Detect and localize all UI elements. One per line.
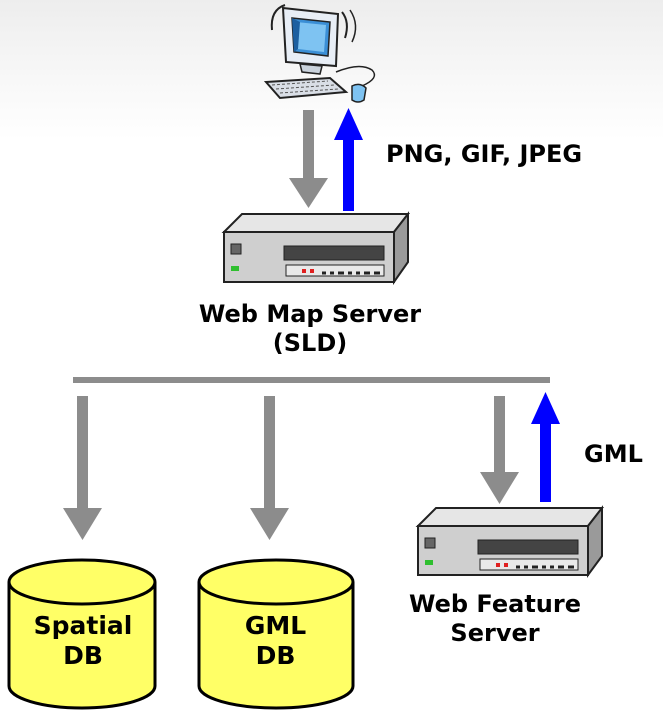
response-arrow-wfs-to-wms	[531, 392, 560, 502]
web-map-server-name: Web Map Server	[198, 300, 422, 328]
web-feature-server-label: Web Feature Server	[360, 590, 630, 648]
spatial-db-label-line2: DB	[63, 641, 103, 670]
gml-db-label-line2: DB	[255, 641, 296, 670]
spatial-db-label: Spatial DB	[14, 611, 152, 671]
request-arrow-to-wfs	[480, 396, 519, 504]
gml-db-label: GML DB	[198, 611, 353, 671]
image-formats-label: PNG, GIF, JPEG	[386, 140, 583, 168]
bus-line	[73, 377, 550, 383]
request-arrow-client-to-wms	[289, 110, 328, 208]
web-map-server-subtitle: (SLD)	[272, 328, 348, 357]
response-arrow-wms-to-client	[334, 108, 363, 211]
web-feature-server-name-line1: Web Feature	[409, 590, 581, 618]
web-feature-server-icon	[415, 505, 605, 579]
web-feature-server-name-line2: Server	[450, 618, 540, 647]
web-map-server-icon	[221, 211, 411, 286]
web-map-server-label: Web Map Server (SLD)	[140, 300, 480, 358]
request-arrow-to-spatial-db	[63, 396, 102, 540]
gml-db-label-line1: GML	[244, 611, 307, 640]
request-arrow-to-gml-db	[250, 396, 289, 540]
gml-db-cylinder	[197, 558, 355, 710]
gml-arrow-label: GML	[584, 440, 643, 468]
spatial-db-label-line1: Spatial	[33, 611, 133, 640]
spatial-db-cylinder	[7, 558, 157, 710]
client-computer-icon	[263, 4, 376, 103]
